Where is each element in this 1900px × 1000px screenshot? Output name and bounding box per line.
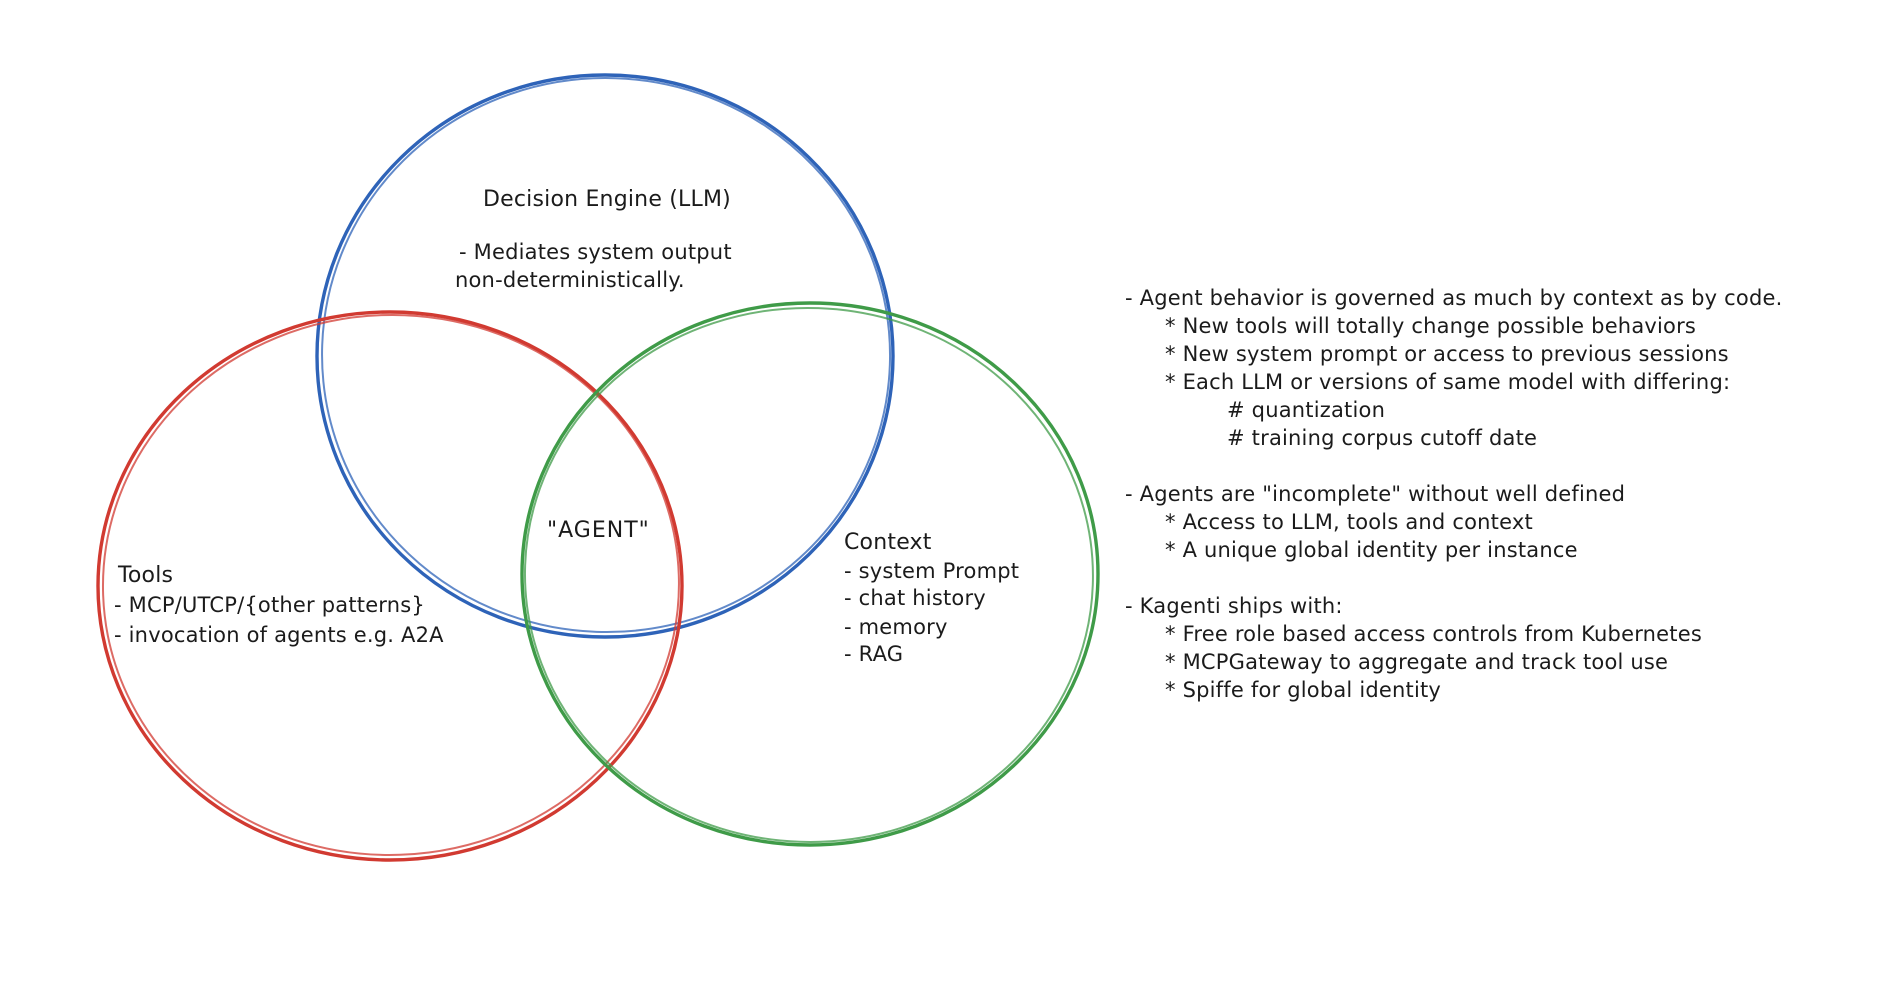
decision-engine-circle-stroke [315, 73, 895, 639]
note-line: * New system prompt or access to previou… [1165, 342, 1729, 366]
context-note-4: - RAG [844, 642, 904, 666]
note-line: * A unique global identity per instance [1165, 538, 1578, 562]
note-line: # training corpus cutoff date [1227, 426, 1538, 450]
context-title: Context [844, 530, 932, 555]
decision-engine-note-1: - Mediates system output [459, 240, 732, 264]
context-circle-stroke [520, 301, 1100, 847]
context-note-3: - memory [844, 615, 948, 639]
decision-engine-circle-stroke2 [321, 77, 892, 634]
tools-circle-stroke2 [101, 313, 680, 856]
note-line: * Spiffe for global identity [1165, 678, 1442, 702]
note-line: # quantization [1227, 398, 1386, 422]
note-block-incomplete: - Agents are "incomplete" without well d… [1125, 480, 1845, 564]
note-line: * New tools will totally change possible… [1165, 314, 1697, 338]
note-line: * Free role based access controls from K… [1165, 622, 1702, 646]
context-note-1: - system Prompt [844, 559, 1020, 583]
context-note-2: - chat history [844, 586, 986, 610]
agent-center-label: "AGENT" [547, 518, 650, 543]
note-block-kagenti: - Kagenti ships with: * Free role based … [1125, 592, 1845, 704]
note-line: - Agent behavior is governed as much by … [1125, 286, 1783, 310]
tools-title: Tools [118, 563, 174, 588]
decision-engine-circle [315, 73, 895, 639]
notes-panel: - Agent behavior is governed as much by … [1125, 284, 1845, 732]
tools-circle [96, 310, 684, 862]
note-line: * Each LLM or versions of same model wit… [1165, 370, 1731, 394]
note-line: - Agents are "incomplete" without well d… [1125, 482, 1626, 506]
decision-engine-note-2: non-deterministically. [455, 268, 685, 292]
note-line: - Kagenti ships with: [1125, 594, 1343, 618]
note-line: * MCPGateway to aggregate and track tool… [1165, 650, 1669, 674]
note-block-behavior: - Agent behavior is governed as much by … [1125, 284, 1845, 452]
context-circle [520, 301, 1100, 847]
tools-note-2: - invocation of agents e.g. A2A [114, 623, 444, 647]
tools-circle-stroke [96, 310, 684, 862]
note-line: * Access to LLM, tools and context [1165, 510, 1533, 534]
tools-note-1: - MCP/UTCP/{other patterns} [114, 593, 425, 617]
context-circle-stroke2 [523, 306, 1094, 843]
decision-engine-title: Decision Engine (LLM) [483, 187, 731, 212]
